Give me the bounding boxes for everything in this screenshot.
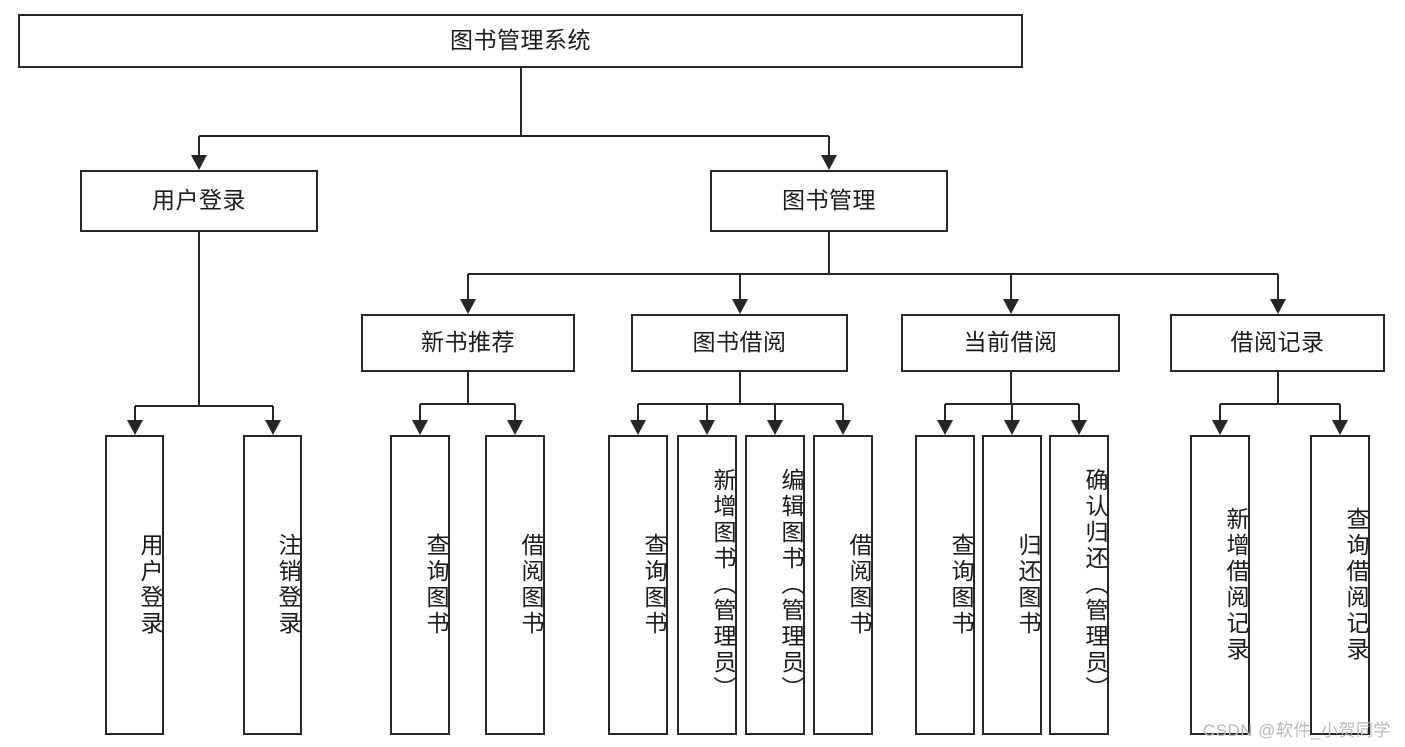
leaf-query-borrow-record[interactable]: 查询借阅记录 [1310,435,1370,735]
leaf-borrow-book-recommend[interactable]: 借阅图书 [485,435,545,735]
arrow-head-icon [126,420,143,435]
node-label: 新增图书（管理员） [710,468,736,702]
connector-branch [944,404,946,420]
connector-branch [1276,274,1279,299]
connector-bus [134,405,273,407]
connector-branch [514,404,516,420]
arrow-head-icon [1002,299,1019,314]
node-label: 新书推荐 [421,329,515,356]
connector-branch [1011,404,1013,420]
connector-bus [420,403,515,405]
node-label: 图书借阅 [692,329,787,356]
connector-trunk [1009,372,1012,404]
connector-trunk [738,372,741,404]
connector-bus [638,403,843,405]
node-user-login[interactable]: 用户登录 [80,170,318,232]
node-label: 查询图书 [641,533,667,637]
leaf-add-borrow-record[interactable]: 新增借阅记录 [1190,435,1250,735]
arrow-head-icon [460,299,476,314]
leaf-query-book-recommend[interactable]: 查询图书 [390,435,450,735]
connector-trunk [198,232,200,406]
node-label: 图书管理系统 [450,27,591,54]
node-borrow-record[interactable]: 借阅记录 [1170,314,1385,372]
connector-branch [738,274,741,299]
leaf-user-login[interactable]: 用户登录 [105,435,164,735]
node-label: 借阅记录 [1230,329,1325,356]
node-label: 查询图书 [948,533,974,637]
connector-bus [199,135,829,137]
arrow-head-icon [1269,299,1286,314]
node-book-borrow[interactable]: 图书借阅 [631,314,848,372]
node-label: 用户登录 [137,533,163,637]
connector-branch [828,136,830,155]
node-label: 借阅图书 [518,533,544,637]
connector-branch [1219,404,1221,420]
leaf-borrow-book[interactable]: 借阅图书 [813,435,873,735]
node-label: 注销登录 [275,533,301,637]
node-label: 图书管理 [782,187,876,214]
arrow-head-icon [1004,420,1020,435]
connector-bus [1220,403,1340,405]
connector-branch [1078,404,1080,420]
connector-trunk [467,372,469,404]
arrow-head-icon [630,420,646,435]
leaf-query-book-borrow[interactable]: 查询图书 [608,435,668,735]
arrow-head-icon [835,420,851,435]
node-label: 新增借阅记录 [1223,507,1249,663]
arrow-head-icon [731,299,748,314]
node-label: 查询图书 [423,533,449,637]
connector-branch [467,274,469,299]
node-label: 归还图书 [1015,533,1041,637]
connector-branch [1009,274,1012,299]
connector-trunk [519,68,522,136]
arrow-head-icon [1071,420,1087,435]
connector-branch [271,406,274,420]
connector-trunk [828,232,830,274]
connector-branch [774,404,776,420]
leaf-query-book-current[interactable]: 查询图书 [915,435,975,735]
arrow-head-icon [1332,420,1348,435]
connector-branch [133,406,136,420]
arrow-head-icon [767,420,783,435]
node-label: 查询借阅记录 [1343,507,1369,663]
arrow-head-icon [1212,420,1228,435]
connector-trunk [1276,372,1279,404]
arrow-head-icon [264,420,281,435]
node-label: 确认归还（管理员） [1082,468,1108,702]
node-new-book-recommend[interactable]: 新书推荐 [361,314,575,372]
node-label: 编辑图书（管理员） [778,468,804,702]
node-label: 借阅图书 [846,533,872,637]
leaf-edit-book-admin[interactable]: 编辑图书（管理员） [745,435,805,735]
connector-branch [419,404,421,420]
leaf-confirm-return-admin[interactable]: 确认归还（管理员） [1049,435,1109,735]
node-root-system[interactable]: 图书管理系统 [18,14,1023,68]
connector-branch [842,404,844,420]
arrow-head-icon [191,155,207,170]
node-label: 当前借阅 [963,329,1058,356]
node-book-management[interactable]: 图书管理 [710,170,948,232]
arrow-head-icon [412,420,428,435]
watermark-text: CSDN @软件_小贺同学 [1202,721,1391,740]
connector-branch [637,404,639,420]
leaf-logout[interactable]: 注销登录 [243,435,302,735]
connector-branch [706,404,708,420]
connector-bus [468,273,1278,275]
leaf-add-book-admin[interactable]: 新增图书（管理员） [677,435,737,735]
arrow-head-icon [507,420,523,435]
connector-branch [198,136,200,155]
leaf-return-book[interactable]: 归还图书 [982,435,1042,735]
node-label: 用户登录 [152,187,246,214]
arrow-head-icon [937,420,953,435]
arrow-head-icon [699,420,715,435]
node-current-borrow[interactable]: 当前借阅 [901,314,1120,372]
connector-branch [1339,404,1341,420]
arrow-head-icon [821,155,837,170]
